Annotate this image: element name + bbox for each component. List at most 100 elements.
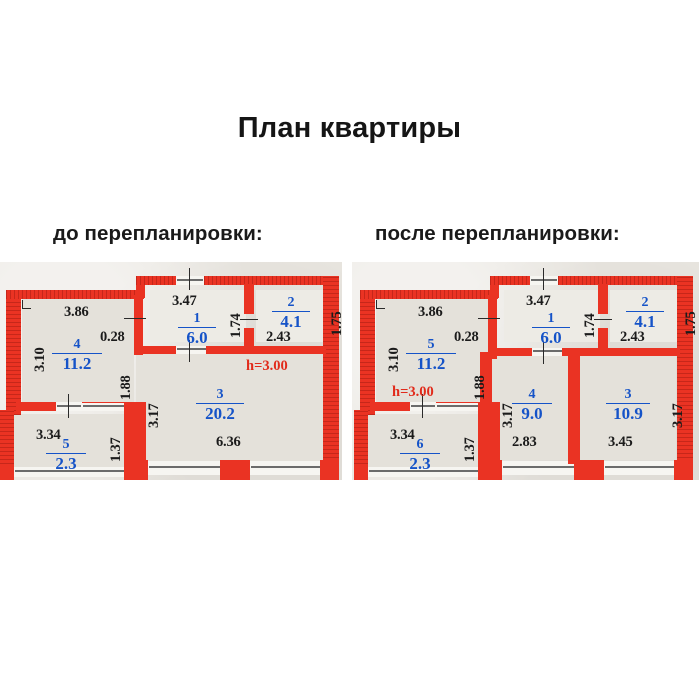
wall-outer-right-before xyxy=(323,276,339,466)
dim-tick-028-before xyxy=(124,318,146,319)
wall-bottom-pier2-before xyxy=(220,460,250,480)
dim-3-17-right-after: 3.17 xyxy=(670,403,686,428)
room-3-area-after xyxy=(580,354,676,460)
wall-outer-left-lower-before xyxy=(0,410,14,476)
wall-outer-top-step-after xyxy=(490,276,530,285)
dim-1-88-before: 1.88 xyxy=(118,375,134,400)
dim-1-37-before: 1.37 xyxy=(108,437,124,462)
room-1-area-after xyxy=(504,290,600,342)
room-number: 6 xyxy=(416,437,424,452)
dim-3-34-before: 3.34 xyxy=(36,427,61,443)
dim-3-86-before: 3.86 xyxy=(64,304,89,320)
dim-tick-room5-before xyxy=(68,394,69,418)
wall-inner-room2-left-lower-after xyxy=(598,328,608,348)
room-label-4-before: 4 11.2 xyxy=(52,338,102,372)
dim-3-47-after: 3.47 xyxy=(526,293,551,309)
dim-1-74-after: 1.74 xyxy=(582,313,598,338)
dim-6-36-before: 6.36 xyxy=(216,434,241,450)
room-2-area-before xyxy=(256,290,324,342)
dim-tick-top-after xyxy=(543,268,544,290)
height-note-before: h=3.00 xyxy=(246,358,288,374)
room-number: 3 xyxy=(216,387,224,402)
window-room6-top-after xyxy=(436,403,480,411)
dim-2-83-after: 2.83 xyxy=(512,434,537,450)
dim-3-10-before: 3.10 xyxy=(32,347,48,372)
wall-bottom-pier1-after xyxy=(478,460,502,480)
room-label-3-after: 3 10.9 xyxy=(606,388,650,422)
room-area: 9.0 xyxy=(512,403,552,422)
dim-tick-174-after xyxy=(594,319,612,320)
dim-3-45-after: 3.45 xyxy=(608,434,633,450)
wall-outer-left-before xyxy=(6,290,21,415)
wall-outer-left-after xyxy=(360,290,375,415)
room-number: 1 xyxy=(193,311,201,326)
room-4-area-before xyxy=(22,295,134,402)
wall-outer-top-left-after xyxy=(360,290,498,299)
room-number: 4 xyxy=(73,337,81,352)
wall-inner-room5-right-before xyxy=(124,402,146,464)
height-note-after: h=3.00 xyxy=(392,384,434,400)
wall-outer-right-after xyxy=(677,276,693,466)
wall-inner-corridor-after xyxy=(488,295,497,359)
wall-inner-room2-left-lower-before xyxy=(244,328,254,348)
door-room4-before xyxy=(56,402,82,411)
dim-tick-174-before xyxy=(240,319,258,320)
dim-3-47-before: 3.47 xyxy=(172,293,197,309)
wall-inner-room6-right-after xyxy=(478,402,500,464)
wall-outer-top-right-after xyxy=(558,276,686,285)
room-area: 2.3 xyxy=(400,453,440,472)
wall-between-room4-room3-after xyxy=(568,352,580,464)
room-area: 10.9 xyxy=(606,403,650,422)
room-label-1-before: 1 6.0 xyxy=(178,312,216,346)
door-room1-bottom-after xyxy=(532,348,564,356)
wall-room1-bottom-left-after xyxy=(488,348,536,356)
window-bottom-room4-after xyxy=(502,461,576,475)
window-bottom-right-before xyxy=(250,461,322,475)
wall-outer-left-lower-after xyxy=(354,410,368,476)
wall-inner-corridor-before xyxy=(134,295,143,355)
door-room5-after xyxy=(410,402,436,411)
wall-bottom-corner-right-before xyxy=(320,460,339,480)
window-top-before xyxy=(176,276,204,285)
window-bottom-room3-after xyxy=(604,461,676,475)
dim-tick-room1-before xyxy=(189,340,190,362)
room-3-area-before xyxy=(136,350,324,462)
subtitle-before-remodel: до перепланировки: xyxy=(53,222,263,245)
dim-tick-room1-after xyxy=(543,342,544,364)
room-4-area-after xyxy=(490,354,570,460)
dim-3-17-before: 3.17 xyxy=(146,403,162,428)
room-area: 6.0 xyxy=(178,327,216,346)
window-room5-top-before xyxy=(82,403,126,411)
dim-3-34-after: 3.34 xyxy=(390,427,415,443)
dim-1-75-after: 1.75 xyxy=(683,311,699,336)
floorplan-after-remodel: 3.86 3.10 0.28 3.47 1.74 1.75 2.43 1.88 … xyxy=(352,262,699,480)
dim-1-37-after: 1.37 xyxy=(462,437,478,462)
room-1-area-before xyxy=(150,290,246,342)
room-number: 1 xyxy=(547,311,555,326)
room-2-area-after xyxy=(610,290,678,342)
dim-1-75-before: 1.75 xyxy=(329,311,342,336)
window-bottom-room6-after xyxy=(368,467,480,477)
room-label-5-before: 5 2.3 xyxy=(46,438,86,472)
wall-step-vertical-before xyxy=(136,276,145,298)
room-label-4-after: 4 9.0 xyxy=(512,388,552,422)
wall-outer-top-left-before xyxy=(6,290,144,299)
wall-inner-room2-left-upper-before xyxy=(244,284,254,314)
dim-tick-028-after xyxy=(478,318,500,319)
room-label-2-before: 2 4.1 xyxy=(272,296,310,330)
room-area: 11.2 xyxy=(52,353,102,372)
wall-bottom-corner-left-after xyxy=(354,466,368,480)
wall-bottom-pier1-before xyxy=(124,460,148,480)
room-label-5-after: 5 11.2 xyxy=(406,338,456,372)
room-area: 4.1 xyxy=(626,311,664,330)
wall-room1-bottom-right-after xyxy=(562,348,680,356)
room-area: 20.2 xyxy=(196,403,244,422)
page-title: План квартиры xyxy=(237,112,462,144)
wall-bottom-corner-left-before xyxy=(0,466,14,480)
wall-bottom-pier2-after xyxy=(574,460,604,480)
dim-tick-top-before xyxy=(189,268,190,290)
dim-2-43-after: 2.43 xyxy=(620,329,645,345)
door-room1-bottom-before xyxy=(176,346,208,354)
dim-3-86-after: 3.86 xyxy=(418,304,443,320)
room-label-3-before: 3 20.2 xyxy=(196,388,244,422)
